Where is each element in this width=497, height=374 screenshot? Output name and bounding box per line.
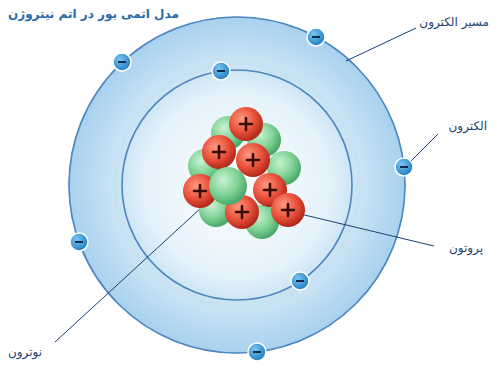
part-label: الکترون [449, 118, 487, 134]
leader-lines [55, 28, 438, 342]
part-label: نوترون [8, 344, 42, 360]
electrons [70, 28, 413, 361]
neutron [209, 167, 247, 205]
diagram-title: مدل اتمی بور در اتم نیتروژن [8, 6, 179, 22]
part-label: پروتون [449, 240, 483, 256]
outer-orbit [69, 17, 405, 353]
inner-orbit [122, 70, 352, 300]
outer-shell [69, 17, 405, 353]
protons [183, 107, 305, 229]
inner-shell [113, 61, 361, 309]
plus-signs [194, 118, 294, 218]
part-label: مسیر الکترون [419, 14, 489, 30]
